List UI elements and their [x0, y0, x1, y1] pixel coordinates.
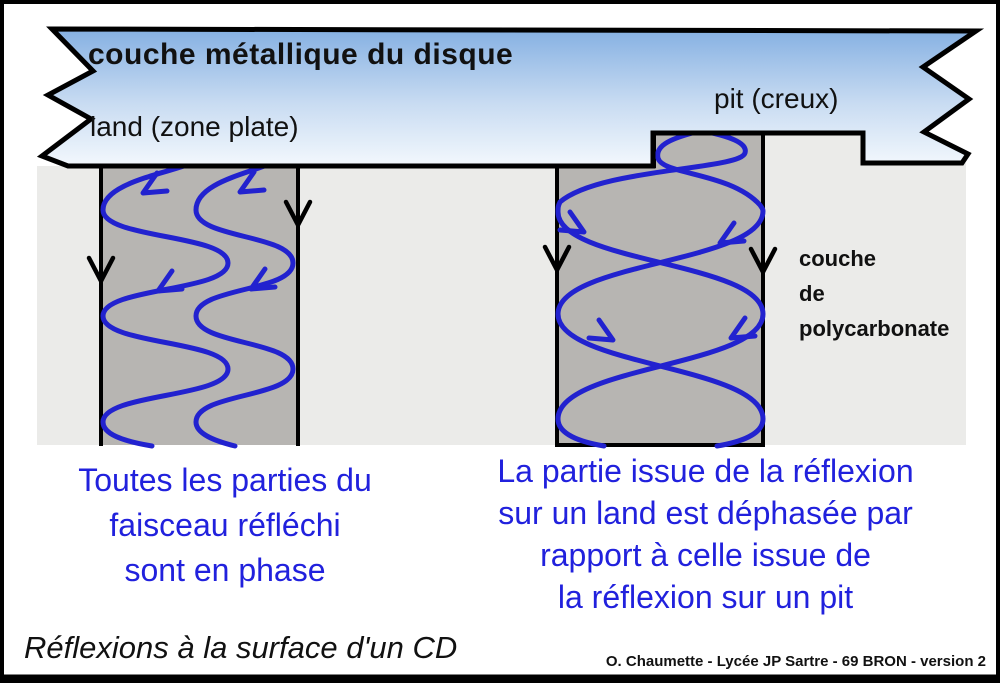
wave-direction-arrow-icon [140, 170, 170, 196]
land-beam-column [99, 160, 300, 449]
wave-right-2 [555, 128, 766, 449]
wave-direction-arrow-icon [586, 317, 616, 343]
wave-direction-arrow-icon [155, 268, 185, 294]
credit-line: O. Chaumette - Lycée JP Sartre - 69 BRON… [605, 653, 986, 670]
diagram-title: Réflexions à la surface d'un CD [24, 630, 458, 665]
down-arrow-icon [86, 255, 116, 284]
wave-right-1 [555, 127, 766, 449]
wave-direction-arrow-icon [728, 315, 758, 341]
wave-left-1 [100, 160, 231, 449]
pit-beam-column [555, 127, 766, 449]
down-arrow-icon [748, 246, 778, 275]
land-label: land (zone plate) [90, 111, 299, 142]
metal-layer-banner [36, 26, 985, 169]
wave-direction-arrow-icon [237, 169, 267, 195]
pit-label: pit (creux) [714, 83, 839, 114]
wave-direction-arrow-icon [557, 209, 587, 235]
down-arrow-icon [542, 244, 572, 273]
pit-caption: La partie issue de la réflexion sur un l… [497, 453, 914, 615]
metal-layer-title: couche métallique du disque [88, 38, 514, 71]
down-arrow-icon [283, 199, 313, 228]
polycarbonate-label: couche de polycarbonate [799, 246, 950, 341]
land-caption: Toutes les parties du faisceau réfléchi … [78, 462, 372, 588]
incident-ray-arrows [86, 199, 778, 284]
wave-left-2 [193, 160, 296, 449]
wave-direction-arrow-icon [248, 266, 278, 292]
wave-direction-arrow-icon [717, 220, 747, 246]
